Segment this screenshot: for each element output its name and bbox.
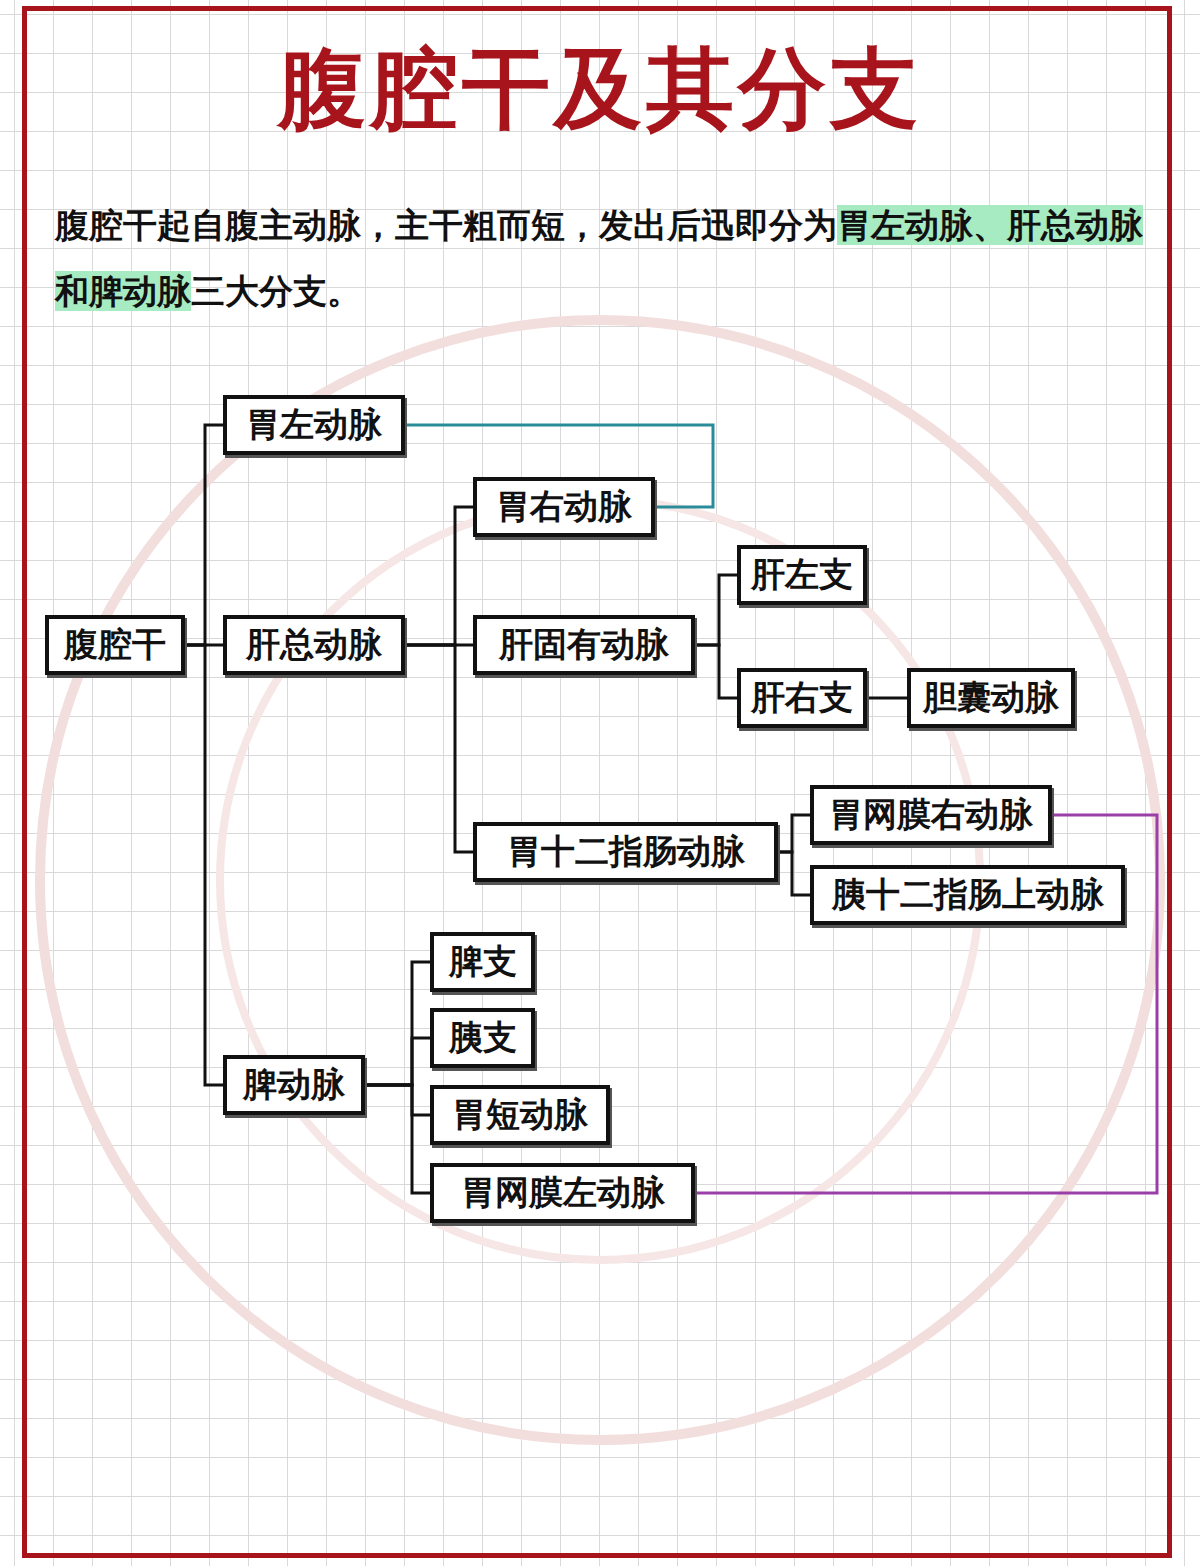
branch-line	[695, 575, 737, 645]
artery-name: 胃短动脉	[452, 1092, 588, 1138]
branch-line	[778, 815, 810, 852]
artery-box: 胆囊动脉	[907, 668, 1075, 728]
intro-paragraph: 腹腔干起自腹主动脉，主干粗而短，发出后迅即分为胃左动脉、肝总动脉和脾动脉三大分支…	[55, 192, 1155, 324]
branch-line	[365, 1085, 430, 1115]
artery-name: 脾支	[449, 939, 517, 985]
artery-box: 胰十二指肠上动脉	[810, 865, 1125, 925]
artery-name: 胃左动脉	[246, 402, 382, 448]
artery-box: 肝总动脉	[223, 615, 405, 675]
intro-text: 腹腔干起自腹主动脉，主干粗而短，发出后迅即分为	[55, 205, 837, 245]
artery-name: 脾动脉	[243, 1062, 345, 1108]
artery-box: 胃十二指肠动脉	[473, 822, 778, 882]
artery-box: 胃短动脉	[430, 1085, 610, 1145]
artery-box: 脾动脉	[223, 1055, 365, 1115]
artery-box: 胃网膜左动脉	[430, 1163, 695, 1223]
title-text: 腹腔干及其分支	[278, 37, 922, 140]
artery-box: 肝左支	[737, 545, 867, 605]
artery-name: 肝右支	[751, 675, 853, 721]
artery-box: 胰支	[430, 1008, 535, 1068]
artery-name: 肝左支	[751, 552, 853, 598]
artery-name: 胃十二指肠动脉	[507, 829, 745, 875]
branch-line	[778, 852, 810, 895]
branch-line	[405, 507, 473, 645]
watermark-ring	[40, 320, 1160, 1440]
artery-name: 胆囊动脉	[923, 675, 1059, 721]
artery-name: 胰支	[449, 1015, 517, 1061]
artery-name: 胃网膜右动脉	[829, 792, 1033, 838]
artery-box: 胃网膜右动脉	[810, 785, 1052, 845]
artery-name: 胃右动脉	[496, 484, 632, 530]
artery-box: 胃右动脉	[473, 477, 655, 537]
artery-box: 肝右支	[737, 668, 867, 728]
artery-box: 腹腔干	[45, 615, 185, 675]
branch-line	[867, 697, 907, 700]
artery-name: 肝总动脉	[246, 622, 382, 668]
artery-box: 脾支	[430, 932, 535, 992]
artery-box: 肝固有动脉	[473, 615, 695, 675]
branch-line	[185, 645, 223, 1085]
diagram-title: 腹腔干及其分支	[0, 30, 1200, 149]
artery-box: 胃左动脉	[223, 395, 405, 455]
artery-name: 腹腔干	[64, 622, 166, 668]
branch-line	[365, 962, 430, 1085]
artery-name: 胰十二指肠上动脉	[832, 872, 1104, 918]
branch-line	[405, 645, 473, 852]
branch-line	[695, 645, 737, 698]
branch-line	[365, 1038, 430, 1085]
artery-name: 胃网膜左动脉	[461, 1170, 665, 1216]
artery-name: 肝固有动脉	[499, 622, 669, 668]
intro-text: 三大分支。	[191, 271, 361, 311]
branch-line	[365, 1085, 430, 1193]
branch-line	[185, 425, 223, 645]
